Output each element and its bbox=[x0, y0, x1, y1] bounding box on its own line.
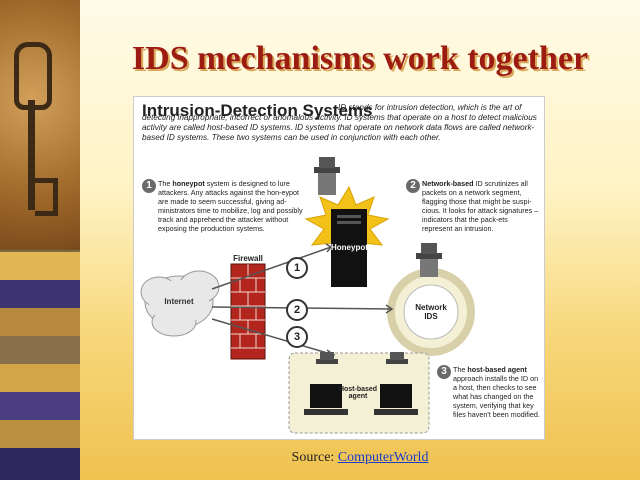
note-1-pre: The bbox=[158, 179, 173, 188]
note-2-bold: Network-based bbox=[422, 179, 474, 188]
source-label: Source: bbox=[291, 450, 338, 465]
note-number-3: 3 bbox=[437, 365, 451, 379]
host-agent-label: Host-based agent bbox=[338, 386, 378, 400]
computerworld-link[interactable]: ComputerWorld bbox=[337, 450, 429, 465]
internet-cloud bbox=[140, 270, 220, 337]
firewall-wall bbox=[230, 263, 266, 360]
note-host-based: The host-based agent approach installs t… bbox=[453, 365, 541, 419]
note-3-text: approach installs the ID on a host, then… bbox=[453, 374, 540, 419]
network-ids-ring bbox=[387, 268, 475, 356]
key-image bbox=[0, 0, 80, 250]
note-1-text: system is designed to lure attackers. An… bbox=[158, 179, 303, 233]
note-3-bold: host-based agent bbox=[467, 365, 527, 374]
flow-number-1: 1 bbox=[286, 257, 308, 279]
source-line: Source: ComputerWorld bbox=[80, 450, 640, 466]
honeypot-burst bbox=[304, 185, 390, 287]
host-based-box bbox=[288, 352, 430, 434]
agent-figure-network bbox=[416, 243, 442, 277]
network-ids-label: Network IDS bbox=[415, 303, 447, 321]
figure-intro: ID stands for intrusion detection, which… bbox=[142, 103, 537, 142]
note-honeypot: The honeypot system is designed to lure … bbox=[158, 179, 310, 233]
note-network-based: Network-based ID scrutinizes all packets… bbox=[422, 179, 540, 233]
note-1-bold: honeypot bbox=[172, 179, 205, 188]
honeypot-label: Honeypot bbox=[331, 243, 368, 252]
firewall-label: Firewall bbox=[233, 254, 263, 263]
ids-figure: Intrusion-Detection Systems ID stands fo… bbox=[133, 96, 545, 440]
slide-title: IDS mechanisms work together bbox=[131, 40, 589, 77]
note-3-pre: The bbox=[453, 365, 468, 374]
internet-label: Internet bbox=[164, 297, 194, 306]
note-2-text: ID scrutinizes all packets on a network … bbox=[422, 179, 539, 233]
note-number-2: 2 bbox=[406, 179, 420, 193]
network-diagram bbox=[140, 157, 475, 434]
key-bit-shape bbox=[35, 178, 58, 216]
flow-number-2: 2 bbox=[286, 299, 308, 321]
note-number-1: 1 bbox=[142, 179, 156, 193]
agent-figure-honeypot bbox=[314, 157, 340, 195]
key-shaft-shape bbox=[28, 100, 35, 210]
flow-number-3: 3 bbox=[286, 326, 308, 348]
figure-heading: Intrusion-Detection Systems bbox=[142, 101, 373, 120]
